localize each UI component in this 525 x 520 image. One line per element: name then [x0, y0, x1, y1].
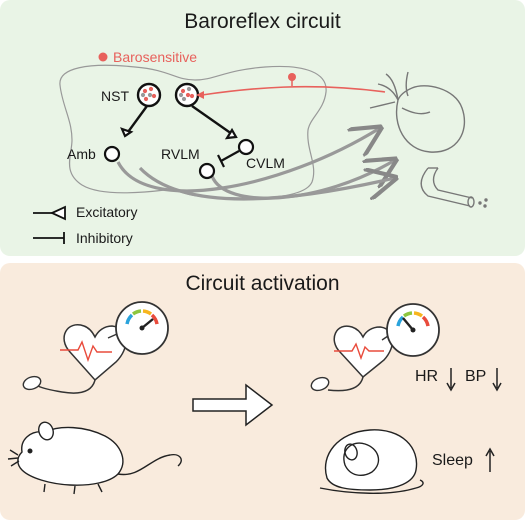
barosensitive-label: Barosensitive: [113, 49, 198, 65]
heart-left: [37, 324, 127, 394]
rvlm-circle: [198, 162, 216, 180]
blood-vessel: [420, 167, 488, 208]
outflow-arrow-3: [138, 168, 395, 201]
bulb-left: [22, 375, 42, 391]
sleep-label: Sleep: [432, 452, 473, 469]
excitatory-projection-cvlm: [191, 105, 233, 135]
cvlm-label: CVLM: [246, 155, 285, 171]
barosensitive-dot: [98, 52, 108, 62]
bulb-right: [310, 376, 330, 392]
legend-excitatory-label: Excitatory: [76, 204, 138, 220]
baroreflex-title: Baroreflex circuit: [184, 10, 341, 33]
brainstem-outline: [59, 64, 327, 199]
excitatory-projection-amb: [127, 105, 148, 133]
gauge-left: [107, 301, 169, 355]
inhibitory-projection: [220, 150, 240, 162]
sleep-up-arrow-icon: [485, 447, 495, 472]
nst-cells: [140, 86, 195, 102]
legend-inhibitory-label: Inhibitory: [76, 230, 133, 246]
amb-label: Amb: [67, 146, 96, 162]
mouse-awake: [7, 421, 182, 495]
ganglion-dot: [288, 73, 296, 81]
rvlm-label: RVLM: [161, 146, 200, 162]
legend-excitatory-symbol: [33, 205, 66, 221]
heart-right: [327, 325, 394, 392]
afferent-line: [201, 85, 386, 96]
hr-label: HR: [415, 368, 439, 385]
nst-label: NST: [101, 88, 129, 104]
baroreflex-panel: [0, 0, 525, 256]
activation-title: Circuit activation: [185, 272, 340, 295]
amb-circle: [103, 145, 121, 163]
legend-inhibitory-symbol: [33, 232, 65, 244]
bp-down-arrow-icon: [492, 368, 502, 392]
transition-arrow: [192, 383, 274, 427]
hr-down-arrow-icon: [446, 368, 456, 392]
gauge-right: [381, 303, 440, 357]
bp-label: BP: [465, 368, 487, 385]
cvlm-circle: [237, 138, 255, 156]
heart-sketch: [369, 71, 466, 153]
mouse-asleep: [319, 429, 424, 494]
